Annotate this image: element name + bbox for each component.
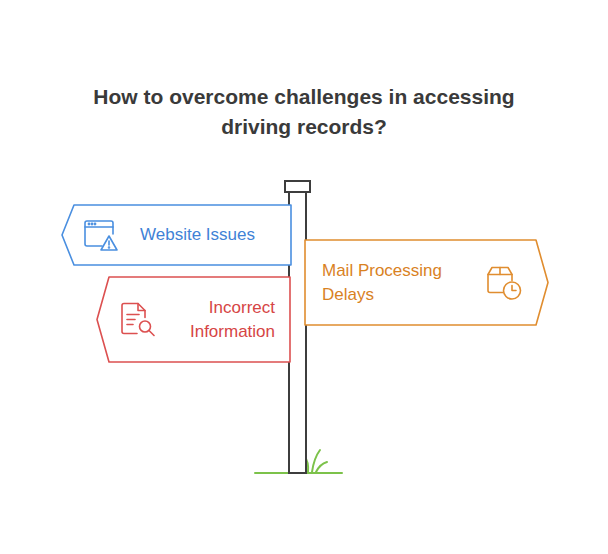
sign-icon xyxy=(488,268,521,300)
signpost-sign: Website Issues xyxy=(62,205,291,265)
sign-outline xyxy=(97,277,290,362)
signpost-sign: Incorrect Information xyxy=(97,277,290,362)
sign-label: Incorrect Information xyxy=(167,296,275,344)
diagram-title: How to overcome challenges in accessing … xyxy=(64,82,544,142)
sign-label: Mail Processing Delays xyxy=(322,259,478,307)
signpost-sign: Mail Processing Delays xyxy=(305,240,548,325)
sign-icon xyxy=(85,221,117,250)
sign-label: Website Issues xyxy=(140,223,277,247)
sign-icon xyxy=(122,304,154,336)
sign-border xyxy=(62,205,291,265)
sign-border xyxy=(97,277,290,362)
sign-border xyxy=(305,240,548,325)
sign-outline xyxy=(305,240,548,325)
